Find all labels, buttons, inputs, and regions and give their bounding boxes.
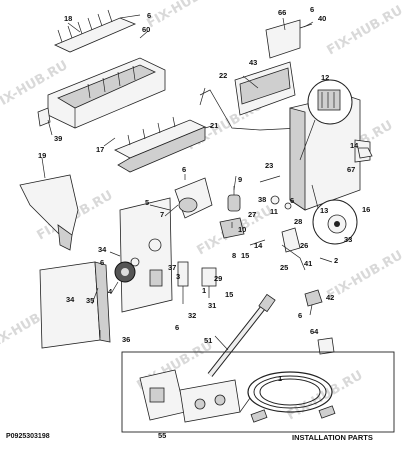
callout-36: 36 (122, 335, 130, 344)
callout-6: 6 (290, 196, 294, 205)
fill-tube-part[interactable] (207, 293, 276, 377)
front-cover-part[interactable] (19, 174, 79, 251)
pin-14-part[interactable] (249, 239, 266, 246)
callout-6: 6 (310, 5, 314, 14)
mold-heater-part[interactable] (114, 116, 206, 173)
callout-6: 6 (182, 165, 186, 174)
callout-66: 66 (278, 8, 286, 17)
callout-10: 10 (238, 225, 246, 234)
ice-ejector-part[interactable] (54, 9, 141, 53)
callout-64: 64 (310, 327, 319, 336)
callout-4: 4 (108, 287, 113, 296)
callout-9: 9 (238, 175, 242, 184)
lever-26-part[interactable] (281, 227, 301, 253)
installation-parts-box (121, 351, 395, 433)
callout-27: 27 (248, 210, 256, 219)
detail-circle-bottom (311, 184, 358, 245)
callout-60: 60 (142, 25, 150, 34)
callout-22: 22 (219, 71, 227, 80)
water-supply-line-part[interactable] (239, 371, 336, 423)
callout-15: 15 (225, 290, 233, 299)
callout-1: 1 (278, 374, 282, 383)
callout-23: 23 (265, 161, 273, 170)
callout-25: 25 (280, 263, 288, 272)
arm-25-part[interactable] (281, 244, 306, 271)
detail-circle-top (299, 79, 353, 161)
water-valve-part[interactable] (139, 369, 241, 423)
screw-2-part[interactable] (319, 257, 333, 263)
callout-35: 35 (86, 296, 94, 305)
leader-lines (41, 17, 314, 351)
harness-31-part[interactable] (201, 267, 217, 298)
callout-labels: 18 6 60 66 6 40 43 22 39 17 21 12 14 19 … (38, 5, 370, 440)
callout-6: 6 (147, 11, 151, 20)
callout-43: 43 (249, 58, 257, 67)
callout-6: 6 (298, 311, 302, 320)
callout-15: 15 (241, 251, 249, 260)
fastener-11-part[interactable] (270, 195, 292, 210)
callout-29: 29 (214, 274, 222, 283)
callout-38: 38 (258, 195, 266, 204)
callout-41: 41 (304, 259, 312, 268)
front-cover-panel-part[interactable] (39, 261, 111, 349)
callout-14: 14 (350, 141, 359, 150)
callout-5: 5 (145, 198, 149, 207)
callout-32: 32 (188, 311, 196, 320)
callout-8: 8 (232, 251, 236, 260)
callout-34: 34 (66, 295, 75, 304)
rod-23-part[interactable] (259, 175, 281, 183)
thermostat-part[interactable] (227, 186, 241, 212)
callout-6: 6 (175, 323, 179, 332)
drive-motor-part[interactable] (174, 177, 213, 219)
callout-12: 12 (321, 73, 329, 82)
timing-gear-part[interactable] (114, 261, 136, 283)
shutoff-bracket-part[interactable] (234, 61, 296, 116)
ice-mold-part[interactable] (37, 57, 166, 129)
callout-21: 21 (210, 121, 218, 130)
callout-28: 28 (294, 217, 302, 226)
callout-2: 2 (334, 256, 338, 265)
callout-7: 7 (160, 210, 164, 219)
watermark: FIX-HUB.RU (325, 3, 403, 58)
callout-37: 37 (168, 263, 176, 272)
callout-3: 3 (176, 272, 180, 281)
installation-parts-label: INSTALLATION PARTS (292, 433, 373, 442)
feeler-arm-part[interactable] (199, 87, 301, 131)
callout-51: 51 (204, 336, 212, 345)
callout-26: 26 (300, 241, 308, 250)
callout-19: 19 (38, 151, 46, 160)
callout-6: 6 (100, 258, 104, 267)
callout-18: 18 (64, 14, 72, 23)
bracket-37-part[interactable] (177, 261, 189, 304)
watermark: FIX-HUB.RU (145, 0, 226, 31)
callout-1: 1 (202, 286, 206, 295)
callout-14: 14 (254, 241, 263, 250)
control-housing-part[interactable] (289, 94, 373, 211)
callout-17: 17 (96, 145, 104, 154)
callout-40: 40 (318, 14, 326, 23)
callout-39: 39 (54, 134, 62, 143)
callout-67: 67 (347, 165, 355, 174)
callout-11: 11 (270, 207, 278, 216)
callout-13: 13 (320, 206, 328, 215)
callout-33: 33 (344, 235, 352, 244)
clip-42-part[interactable] (304, 289, 323, 307)
callout-34: 34 (98, 245, 107, 254)
mounting-plate-part[interactable] (119, 197, 173, 313)
diagram-code: P0925303198 (6, 433, 50, 440)
callout-16: 16 (362, 205, 370, 214)
callout-55: 55 (158, 431, 166, 440)
callout-31: 31 (208, 301, 216, 310)
callout-42: 42 (326, 293, 334, 302)
mounting-clip-part[interactable] (265, 19, 313, 59)
